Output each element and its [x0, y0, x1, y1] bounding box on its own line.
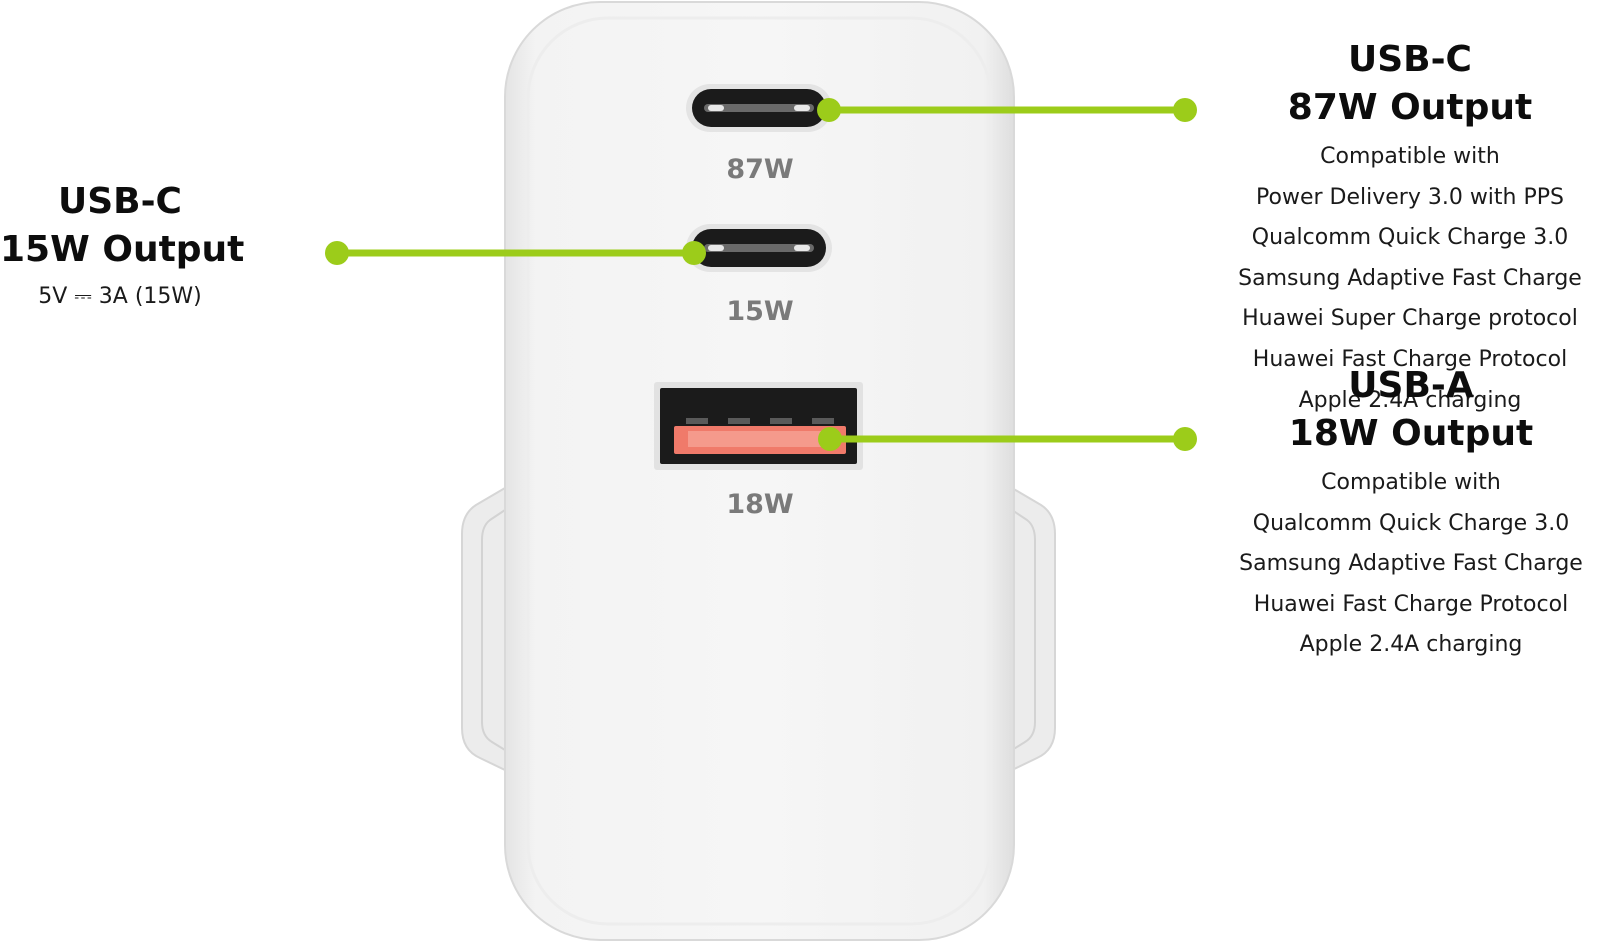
callout-usb-c-87w-detail: Power Delivery 3.0 with PPS: [1256, 184, 1564, 210]
charger-body: [504, 1, 1015, 941]
leader-line-18w: [818, 427, 1197, 451]
callout-usb-c-87w-detail: Apple 2.4A charging: [1298, 387, 1522, 413]
plug-wing-right: [1011, 486, 1056, 772]
usb-c-port-15w[interactable]: [686, 224, 832, 272]
callout-usb-c-87w-detail: Samsung Adaptive Fast Charge: [1238, 265, 1582, 291]
callout-usb-c-15w-spec: 5V ⎓ 3A (15W): [38, 284, 202, 309]
usb-a-port-18w[interactable]: [654, 382, 863, 470]
leader-line-15w: [325, 241, 706, 265]
callout-usb-a-18w-heading-line2: 18W Output: [1288, 413, 1534, 454]
callout-usb-c-15w: USB-C 15W Output 5V ⎓ 3A (15W): [0, 178, 245, 313]
callout-usb-c-15w-heading-line1: USB-C: [58, 181, 182, 222]
port-label-87w: 87W: [726, 154, 793, 185]
callout-usb-c-87w-detail: Huawei Super Charge protocol: [1242, 306, 1578, 332]
usb-c-port-87w[interactable]: [686, 84, 832, 132]
callout-usb-a-18w-heading-line1: USB-A: [1348, 365, 1474, 406]
callout-usb-a-18w-detail: Apple 2.4A charging: [1299, 632, 1523, 658]
callout-usb-a-18w-detail: Samsung Adaptive Fast Charge: [1239, 551, 1583, 577]
callout-usb-a-18w-detail: Qualcomm Quick Charge 3.0: [1252, 510, 1570, 536]
callout-usb-c-87w-detail: Compatible with: [1320, 144, 1500, 169]
plug-wing-left: [461, 486, 506, 772]
callout-usb-a-18w-detail: Compatible with: [1321, 470, 1501, 495]
leader-line-87w: [817, 98, 1197, 122]
callout-usb-c-15w-heading-line2: 15W Output: [0, 229, 245, 270]
callout-usb-c-87w-heading-line1: USB-C: [1348, 39, 1472, 80]
callout-usb-a-18w: USB-A 18W Output Compatible with Qualcom…: [1222, 362, 1600, 661]
port-label-18w: 18W: [726, 489, 793, 520]
callout-usb-a-18w-detail: Huawei Fast Charge Protocol: [1253, 591, 1569, 617]
callout-usb-c-87w-detail: Qualcomm Quick Charge 3.0: [1251, 225, 1569, 251]
callout-usb-c-87w-detail: Huawei Fast Charge Protocol: [1252, 346, 1568, 372]
callout-usb-c-87w: USB-C 87W Output Compatible with Power D…: [1220, 36, 1600, 416]
port-label-15w: 15W: [726, 296, 793, 327]
callout-usb-c-87w-heading-line2: 87W Output: [1287, 87, 1533, 128]
